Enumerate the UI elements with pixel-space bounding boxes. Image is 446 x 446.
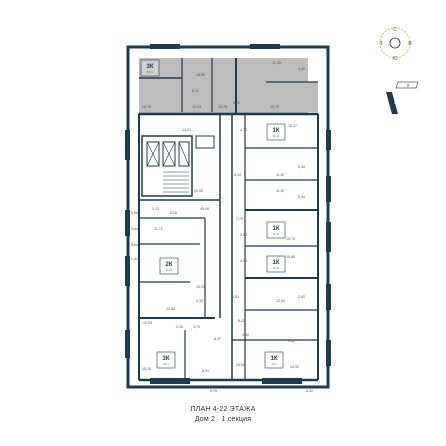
room-area: 3,73 bbox=[193, 325, 200, 329]
compass-center-icon bbox=[389, 37, 401, 49]
svg-text:1: 1 bbox=[394, 100, 397, 105]
svg-text:38,4: 38,4 bbox=[271, 362, 277, 366]
room-area: 18,09 bbox=[196, 73, 205, 77]
room-area: 16,78 bbox=[218, 105, 227, 109]
svg-text:1К: 1К bbox=[273, 226, 280, 232]
section-label: 1 секция bbox=[221, 416, 252, 423]
svg-text:38,44: 38,44 bbox=[273, 134, 280, 138]
room-area: 5,34 bbox=[298, 195, 305, 199]
room-area: 8,04 bbox=[234, 173, 241, 177]
stair-core bbox=[141, 135, 193, 197]
apt-2k-badge[interactable]: 2К 61,23 bbox=[159, 257, 179, 275]
svg-text:2: 2 bbox=[407, 83, 410, 88]
svg-text:2К: 2К bbox=[166, 262, 173, 268]
room-area: 10,69 bbox=[236, 363, 245, 367]
room-area: 4,33 bbox=[196, 299, 203, 303]
room-area: 10,53 bbox=[194, 189, 203, 193]
room-area: 11,05 bbox=[272, 61, 281, 65]
apt-1k-c-badge[interactable]: 1К 38,44 bbox=[266, 255, 286, 273]
compass-west: З bbox=[379, 41, 382, 47]
keyplan-block-2 bbox=[395, 81, 419, 89]
room-area: 15,76 bbox=[286, 237, 295, 241]
room-area: 12,58 bbox=[166, 307, 175, 311]
room-area: 6,32 bbox=[306, 389, 313, 393]
room-area: 10,03 bbox=[143, 321, 152, 325]
compass-east: В bbox=[408, 41, 412, 47]
room-area: 14,32 bbox=[290, 365, 299, 369]
bottom-balcony-left bbox=[150, 378, 190, 384]
svg-text:1К: 1К bbox=[271, 356, 278, 362]
apt-3k-top-badge[interactable]: 3К 85,21 bbox=[140, 59, 160, 77]
room-area: 14,21 bbox=[182, 128, 191, 132]
svg-text:85,21: 85,21 bbox=[147, 70, 154, 74]
room-area: 3,60 bbox=[242, 333, 249, 337]
svg-text:38,44: 38,44 bbox=[273, 266, 280, 270]
room-area: 4,03 bbox=[240, 259, 247, 263]
key-plan: 2 1 bbox=[384, 80, 420, 120]
room-area: 5,26 bbox=[170, 211, 177, 215]
room-area: 10,33 bbox=[192, 105, 201, 109]
room-area: 8,91 bbox=[202, 369, 209, 373]
apt-1k-b-badge[interactable]: 1К 40,44 bbox=[266, 221, 286, 239]
room-area: 11,87 bbox=[276, 173, 285, 177]
apt-1k-d-badge[interactable]: 1К 38,4 bbox=[264, 351, 284, 369]
svg-text:3К: 3К bbox=[163, 356, 170, 362]
room-area: 6,51 bbox=[232, 295, 239, 299]
room-area: 15,75 bbox=[270, 105, 279, 109]
room-area: 6,12 bbox=[192, 89, 199, 93]
room-area: 13,31 bbox=[196, 285, 205, 289]
room-area: 2,41 bbox=[131, 257, 138, 261]
room-area: 15,26 bbox=[142, 367, 151, 371]
room-area: 16,78 bbox=[142, 105, 151, 109]
bottom-balcony-right bbox=[262, 378, 302, 384]
room-area: 3,64 bbox=[131, 227, 138, 231]
svg-text:84,3: 84,3 bbox=[163, 362, 169, 366]
room-area: 11,87 bbox=[276, 189, 285, 193]
room-area: 4,30 bbox=[240, 128, 247, 132]
room-area: 3,40 bbox=[298, 67, 305, 71]
room-area: 8,37 bbox=[214, 337, 221, 341]
room-area: 3,22 bbox=[233, 101, 240, 105]
room-area: 5,56 bbox=[131, 211, 138, 215]
room-area: 15,37 bbox=[288, 124, 297, 128]
svg-text:3К: 3К bbox=[147, 64, 154, 70]
room-area: 3,12 bbox=[152, 207, 159, 211]
room-area: 8,02 bbox=[238, 319, 245, 323]
room-area: 3,96 bbox=[240, 233, 247, 237]
room-area: 2,26 bbox=[176, 325, 183, 329]
room-area: 8,76 bbox=[210, 389, 217, 393]
compass: С В Ю З bbox=[374, 22, 416, 64]
room-area: 9,82 bbox=[288, 339, 295, 343]
compass-north: С bbox=[393, 27, 397, 33]
keyplan-block-1 bbox=[386, 92, 398, 114]
room-area: 45,06 bbox=[200, 207, 209, 211]
plan-caption-title: ПЛАН 4-22 ЭТАЖА bbox=[190, 406, 256, 413]
room-area: 15,68 bbox=[286, 255, 295, 259]
apt-1k-a-badge[interactable]: 1К 38,44 bbox=[266, 123, 286, 141]
room-area: 7,72 bbox=[236, 217, 243, 221]
apt-top-right2-fill bbox=[266, 82, 318, 112]
compass-south: Ю bbox=[392, 56, 397, 62]
svg-text:61,23: 61,23 bbox=[166, 268, 173, 272]
svg-text:1К: 1К bbox=[273, 260, 280, 266]
svg-text:1К: 1К bbox=[273, 128, 280, 134]
svg-text:40,44: 40,44 bbox=[273, 232, 280, 236]
room-area-labels: 16,78 18,09 6,12 11,05 3,40 16,78 10,33 … bbox=[131, 61, 313, 393]
room-area: 2,92 bbox=[298, 295, 305, 299]
plan-caption-sub: Дом 2 1 секция bbox=[0, 416, 446, 423]
room-area: 11,72 bbox=[154, 227, 163, 231]
room-area: 5,34 bbox=[298, 165, 305, 169]
house-label: Дом 2 bbox=[194, 416, 216, 423]
apt-3k-bottom-badge[interactable]: 3К 84,3 bbox=[156, 351, 176, 369]
room-area: 3,64 bbox=[131, 243, 138, 247]
room-area: 12,64 bbox=[276, 299, 285, 303]
